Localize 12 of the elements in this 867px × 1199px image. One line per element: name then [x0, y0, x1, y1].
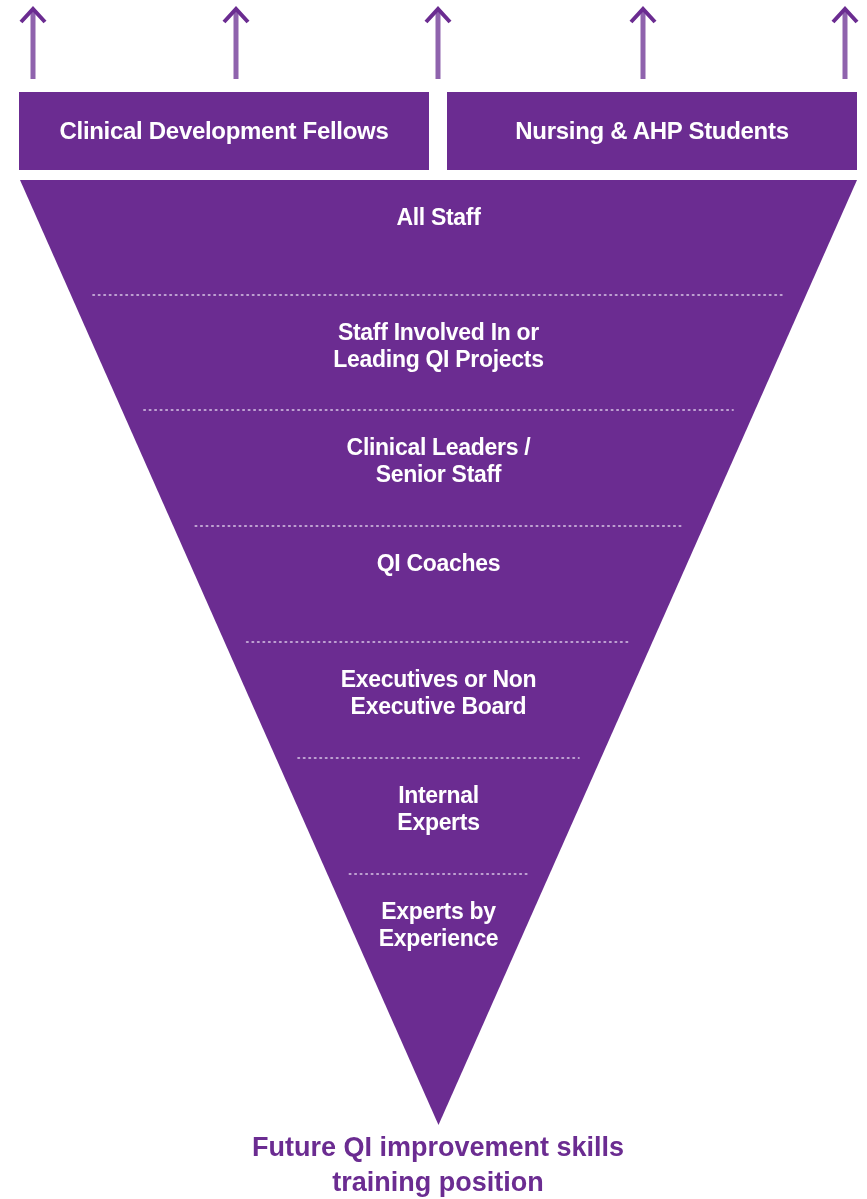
group-box	[19, 92, 429, 170]
tier-label: Staff Involved In or Leading QI Projects	[332, 319, 545, 373]
tier-label: Experts by Experience	[377, 898, 500, 952]
group-label: Clinical Development Fellows	[59, 117, 389, 145]
tier-label: QI Coaches	[376, 550, 501, 577]
tier-label: Internal Experts	[396, 782, 481, 836]
tier-label: All Staff	[396, 204, 481, 231]
tier-label: Clinical Leaders / Senior Staff	[345, 434, 532, 488]
caption: Future QI improvement skills training position	[250, 1131, 626, 1199]
group-box	[447, 92, 857, 170]
group-label: Nursing & AHP Students	[515, 117, 789, 145]
tier-label: Executives or Non Executive Board	[339, 666, 538, 720]
